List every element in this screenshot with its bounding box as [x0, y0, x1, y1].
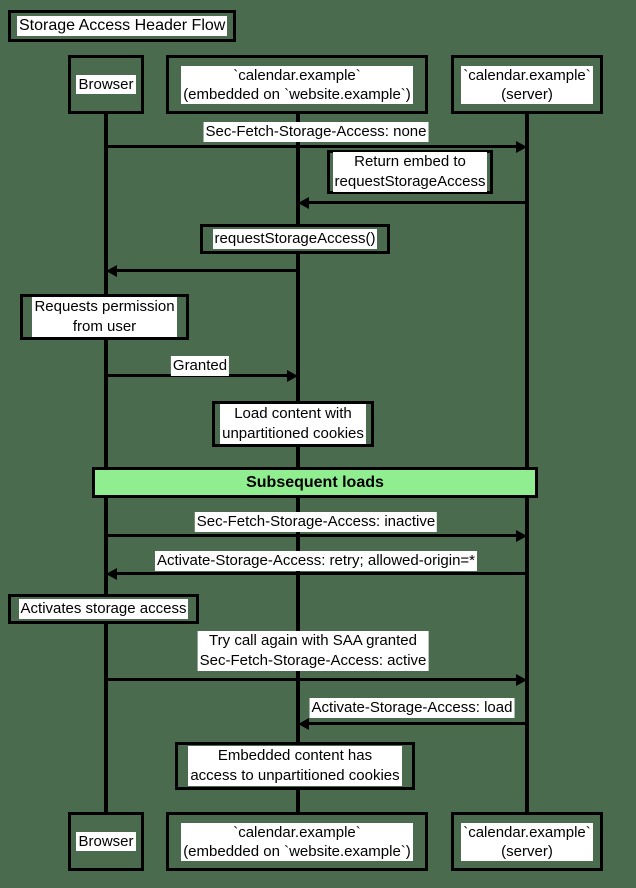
- note-text: Activates storage access: [18, 599, 189, 619]
- divider-subsequent-loads: Subsequent loads: [92, 467, 538, 498]
- message-arrowhead-m1: [516, 141, 527, 153]
- participant-label: Browser: [76, 832, 136, 851]
- note-embedded-has-access: Embedded content has access to unpartiti…: [175, 742, 415, 790]
- message-label-m5: Sec-Fetch-Storage-Access: inactive: [194, 512, 438, 532]
- lifeline-embedded: [296, 114, 300, 814]
- participant-label: `calendar.example` (embedded on `website…: [181, 65, 413, 104]
- message-arrowhead-m2: [298, 197, 309, 209]
- message-line-m6: [113, 572, 527, 575]
- message-line-m8: [305, 722, 527, 725]
- note-activates-storage-access: Activates storage access: [8, 594, 199, 624]
- message-label-m1: Sec-Fetch-Storage-Access: none: [203, 122, 429, 142]
- message-line-m2: [305, 201, 527, 204]
- message-line-m1: [106, 145, 519, 148]
- note-text: Requests permission from user: [32, 297, 177, 337]
- message-label-m6: Activate-Storage-Access: retry; allowed-…: [154, 551, 478, 571]
- lifeline-browser: [104, 114, 108, 814]
- participant-label: `calendar.example` (embedded on `website…: [181, 822, 413, 861]
- message-label-m4: Granted: [170, 356, 230, 376]
- note-text: requestStorageAccess(): [212, 229, 378, 249]
- participant-embedded-top[interactable]: `calendar.example` (embedded on `website…: [166, 55, 428, 114]
- participant-server-top[interactable]: `calendar.example` (server): [451, 55, 603, 114]
- participant-browser-top[interactable]: Browser: [68, 55, 144, 114]
- note-text: Embedded content has access to unpartiti…: [188, 746, 402, 786]
- message-label-m7: Try call again with SAA granted Sec-Fetc…: [197, 631, 429, 671]
- message-arrowhead-m7: [516, 674, 527, 686]
- note-requests-permission: Requests permission from user: [20, 294, 189, 340]
- message-line-m3: [113, 269, 298, 272]
- participant-label: Browser: [76, 75, 136, 94]
- note-return-embed: Return embed to requestStorageAccess: [327, 150, 493, 194]
- participant-browser-bottom[interactable]: Browser: [68, 812, 144, 871]
- page-title: Storage Access Header Flow: [17, 16, 228, 36]
- message-arrowhead-m4: [287, 370, 298, 382]
- note-text: Return embed to requestStorageAccess: [332, 152, 488, 192]
- message-arrowhead-m6: [106, 568, 117, 580]
- message-line-m7: [106, 678, 519, 681]
- note-request-storage-access: requestStorageAccess(): [200, 224, 390, 254]
- lifeline-server: [525, 114, 529, 814]
- message-line-m5: [106, 534, 519, 537]
- participant-server-bottom[interactable]: `calendar.example` (server): [451, 812, 603, 871]
- participant-label: `calendar.example` (server): [461, 822, 593, 861]
- participant-embedded-bottom[interactable]: `calendar.example` (embedded on `website…: [166, 812, 428, 871]
- message-label-m8: Activate-Storage-Access: load: [309, 698, 515, 718]
- message-arrowhead-m5: [516, 530, 527, 542]
- note-text: Load content with unpartitioned cookies: [220, 404, 366, 444]
- message-arrowhead-m3: [106, 265, 117, 277]
- divider-label: Subsequent loads: [246, 473, 384, 491]
- participant-label: `calendar.example` (server): [461, 65, 593, 104]
- note-load-content: Load content with unpartitioned cookies: [212, 401, 374, 447]
- message-arrowhead-m8: [298, 718, 309, 730]
- diagram-title-box: Storage Access Header Flow: [8, 10, 237, 42]
